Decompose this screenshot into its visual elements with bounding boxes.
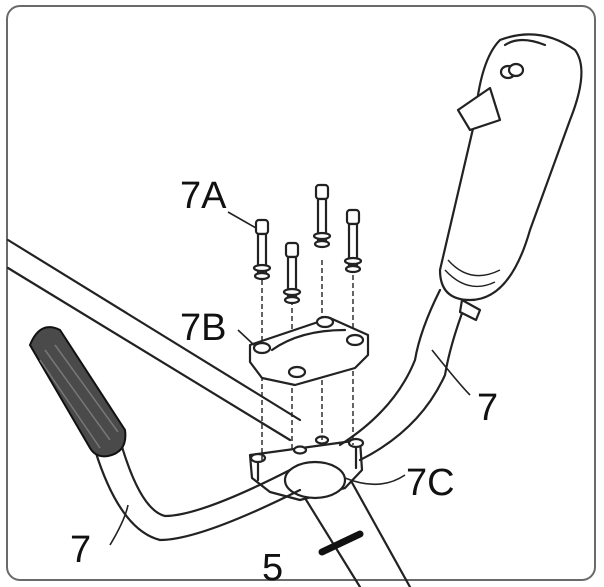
label-7-right: 7 [477, 387, 498, 429]
label-7a: 7A [180, 175, 227, 217]
bolt-2 [282, 241, 302, 305]
leader-lines [109, 211, 471, 546]
lower-clamp [248, 435, 365, 502]
main-shaft [298, 468, 412, 587]
left-handle [28, 326, 302, 542]
shaft-marker [318, 530, 364, 556]
label-7-left: 7 [70, 529, 91, 571]
bolt-3 [312, 183, 332, 249]
bolt-4 [343, 208, 363, 274]
bolts [252, 183, 363, 305]
handlebar-tube-back [6, 238, 302, 442]
throttle-trigger [456, 86, 502, 132]
bolt-1 [252, 218, 272, 281]
left-grip [28, 326, 127, 458]
label-7c: 7C [406, 462, 455, 504]
label-5: 5 [262, 547, 283, 587]
label-7b: 7B [180, 307, 226, 349]
right-handle [338, 33, 583, 462]
upper-clamp [248, 315, 370, 387]
